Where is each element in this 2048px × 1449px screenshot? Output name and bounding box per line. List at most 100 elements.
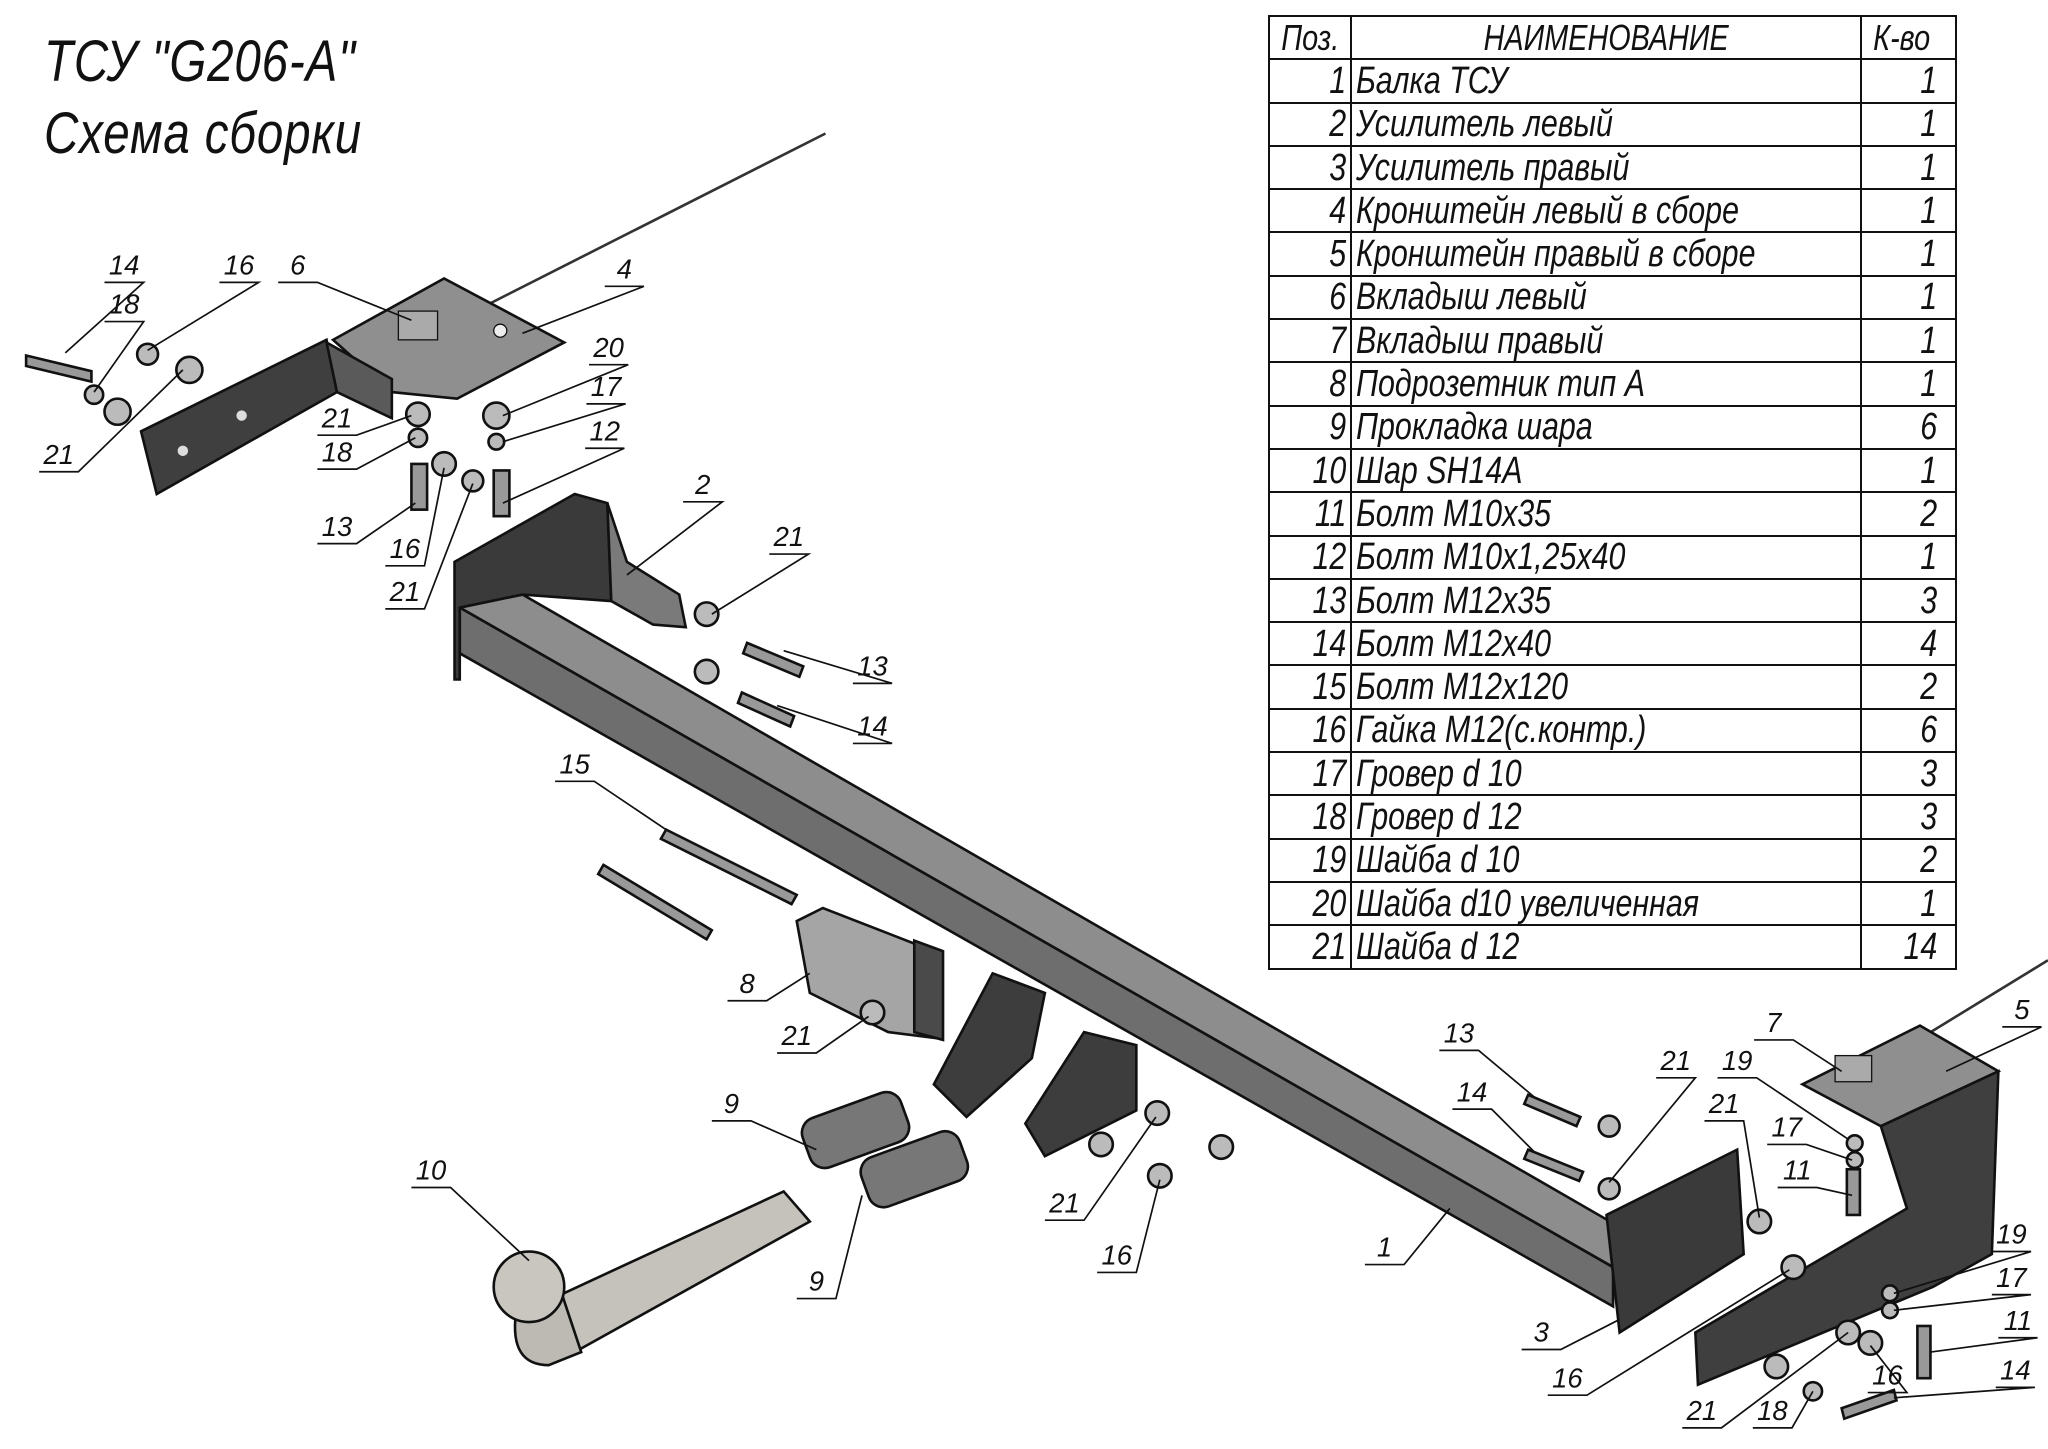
callout-label: 17 xyxy=(591,371,623,402)
callout-label: 9 xyxy=(809,1266,824,1297)
callout-label: 6 xyxy=(290,250,306,281)
callout-label: 21 xyxy=(773,521,804,552)
bolts xyxy=(24,353,1932,1421)
bracket-right-part-5 xyxy=(1694,1024,2002,1387)
leader-line xyxy=(727,972,811,1002)
leader-line xyxy=(1097,1179,1161,1274)
cell-qty: 2 xyxy=(1920,666,1938,709)
leader-line xyxy=(1452,1108,1536,1153)
callout-label: 15 xyxy=(559,748,590,779)
callout-label: 18 xyxy=(109,289,140,320)
leader-line xyxy=(502,447,625,504)
cell-pos: 3 xyxy=(1329,146,1347,189)
leader-line xyxy=(317,414,412,437)
plates-left xyxy=(932,971,1138,1158)
cell-name: Гайка М12(с.контр.) xyxy=(1356,709,1647,752)
cell-qty: 1 xyxy=(1920,449,1938,492)
cell-qty: 1 xyxy=(1920,189,1938,232)
cell-qty: 1 xyxy=(1920,146,1938,189)
cell-pos: 4 xyxy=(1329,189,1347,232)
bracket-left-part-4 xyxy=(139,276,568,496)
callout-label: 21 xyxy=(780,1020,811,1051)
callout-label: 16 xyxy=(224,250,255,281)
drawing-subtitle: Схема сборки xyxy=(44,101,362,166)
leader-line xyxy=(64,281,146,354)
leader-line xyxy=(1704,1120,1761,1218)
cell-name: Шар SH14A xyxy=(1356,449,1524,492)
leader-line xyxy=(1547,1269,1790,1397)
leader-line xyxy=(317,437,416,471)
cell-pos: 18 xyxy=(1312,795,1347,838)
leader-line xyxy=(777,1015,870,1054)
callout-label: 16 xyxy=(1872,1360,1903,1391)
cell-name: Болт М12х35 xyxy=(1356,579,1552,622)
header-qty: К-во xyxy=(1872,16,1930,58)
cell-pos: 1 xyxy=(1329,59,1347,102)
cell-name: Кронштейн правый в сборе xyxy=(1356,233,1756,276)
leader-line xyxy=(385,483,474,610)
header-name: НАИМЕНОВАНИЕ xyxy=(1483,16,1729,58)
leader-line xyxy=(711,1120,817,1151)
cell-pos: 13 xyxy=(1312,579,1347,622)
callout-label: 21 xyxy=(389,576,420,607)
callout-label: 17 xyxy=(1772,1112,1804,1143)
leader-line xyxy=(1867,1345,1909,1394)
callout-label: 14 xyxy=(109,250,139,281)
callout-label: 13 xyxy=(1444,1018,1474,1049)
cell-name: Болт М12х120 xyxy=(1356,666,1569,709)
cell-qty: 1 xyxy=(1920,103,1938,146)
callout-label: 21 xyxy=(1686,1395,1717,1426)
cell-pos: 5 xyxy=(1329,233,1347,276)
cell-qty: 1 xyxy=(1920,536,1938,579)
leader-line xyxy=(1754,1039,1843,1072)
leader-line xyxy=(1893,1250,2032,1295)
cell-name: Кронштейн левый в сборе xyxy=(1356,189,1740,232)
callout-label: 7 xyxy=(1766,1007,1783,1038)
callout-label: 21 xyxy=(43,439,74,470)
cell-name: Гровер d 10 xyxy=(1356,752,1523,795)
cell-name: Балка ТСУ xyxy=(1356,59,1508,102)
leader-line xyxy=(39,369,184,473)
cell-pos: 12 xyxy=(1312,536,1347,579)
cell-qty: 2 xyxy=(1920,839,1938,882)
callout-label: 9 xyxy=(724,1088,739,1119)
cell-pos: 10 xyxy=(1312,449,1347,492)
callout-label: 1 xyxy=(1377,1232,1392,1263)
cell-pos: 6 xyxy=(1329,276,1347,319)
leader-line xyxy=(502,402,626,443)
callout-label: 21 xyxy=(1048,1187,1079,1218)
cell-pos: 19 xyxy=(1312,839,1347,882)
cell-qty: 1 xyxy=(1920,363,1938,406)
wire-left xyxy=(430,132,827,335)
leader-line xyxy=(783,649,893,685)
callout-label: 17 xyxy=(1996,1262,2028,1293)
callout-label: 20 xyxy=(592,332,624,363)
leader-line xyxy=(522,285,645,335)
cell-pos: 9 xyxy=(1329,406,1347,449)
callout-label: 13 xyxy=(857,651,887,682)
leader-line xyxy=(626,500,725,576)
callout-label: 16 xyxy=(390,533,421,564)
table-header-row: Поз. НАИМЕНОВАНИЕ К-во xyxy=(1267,14,1958,61)
beam-part-1 xyxy=(453,492,1746,1335)
drawing-title: ТСУ "G206-A" xyxy=(44,29,356,94)
leader-line xyxy=(317,502,416,545)
cell-qty: 3 xyxy=(1920,752,1938,795)
callout-label: 19 xyxy=(1996,1219,2026,1250)
cell-pos: 8 xyxy=(1329,363,1347,406)
